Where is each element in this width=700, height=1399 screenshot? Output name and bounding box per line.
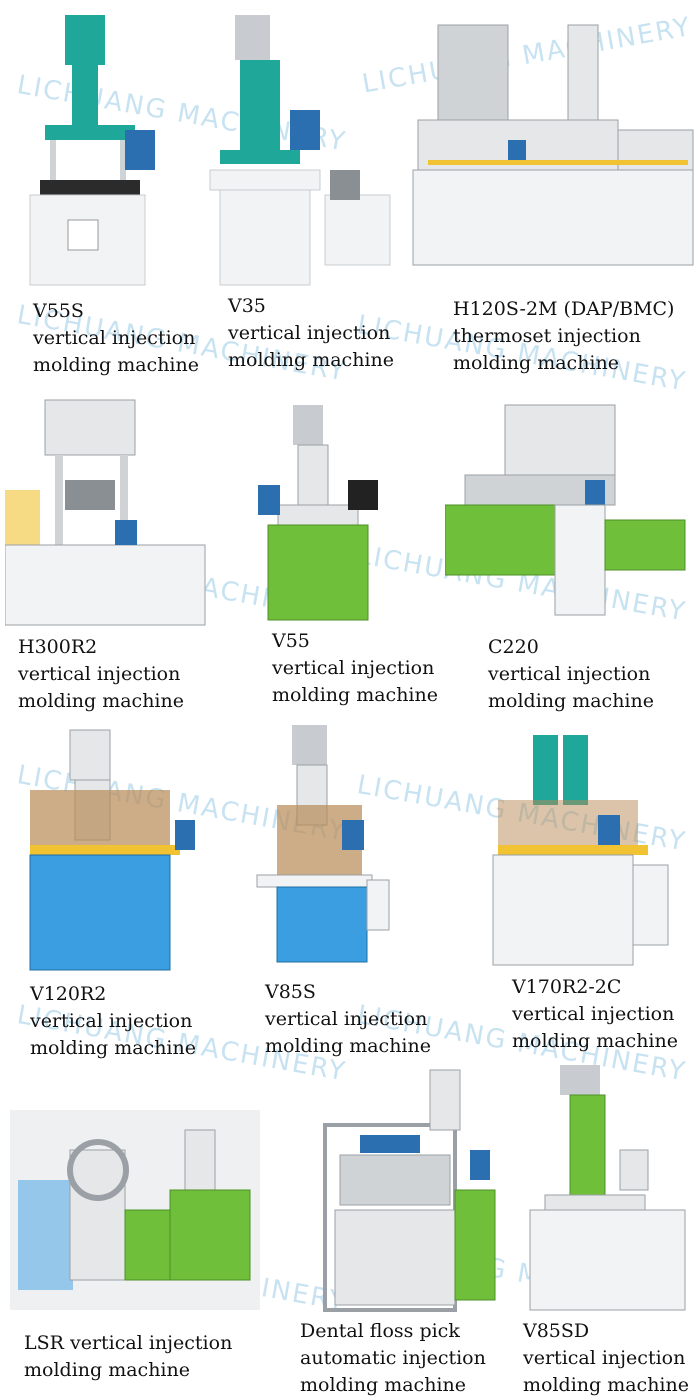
- desc-line2: molding machine: [453, 352, 619, 374]
- model-label: V35: [228, 295, 266, 317]
- desc-line1: molding machine: [24, 1359, 190, 1381]
- desc-line2: molding machine: [265, 1035, 431, 1057]
- desc-line1: vertical injection: [512, 1003, 675, 1025]
- desc-line2: molding machine: [272, 684, 438, 706]
- machine-image-v85sd: [525, 1060, 690, 1315]
- machine-image-v35: [205, 10, 395, 290]
- model-label: H300R2: [18, 636, 98, 658]
- machine-image-h120s: [408, 10, 698, 285]
- machine-image-h300r2: [4, 390, 210, 630]
- desc-line2: molding machine: [512, 1030, 678, 1052]
- model-label: V85SD: [523, 1320, 590, 1342]
- model-label: V55S: [33, 300, 84, 322]
- machine-image-v55s: [20, 10, 170, 295]
- desc-line1: vertical injection: [18, 663, 181, 685]
- model-label: Dental floss pick: [300, 1320, 460, 1342]
- desc-line2: molding machine: [523, 1374, 689, 1396]
- caption-h300r2: H300R2 vertical injection molding machin…: [18, 634, 184, 715]
- caption-v120r2: V120R2 vertical injection molding machin…: [30, 981, 196, 1062]
- model-label: V170R2-2C: [512, 976, 622, 998]
- caption-dental-floss: Dental floss pick automatic injection mo…: [300, 1318, 486, 1399]
- caption-v35: V35 vertical injection molding machine: [228, 293, 394, 374]
- desc-line2: molding machine: [488, 690, 654, 712]
- caption-v85sd: V85SD vertical injection molding machine: [523, 1318, 689, 1399]
- desc-line1: vertical injection: [265, 1008, 428, 1030]
- caption-c220: C220 vertical injection molding machine: [488, 634, 654, 715]
- model-label: V120R2: [30, 983, 107, 1005]
- caption-v85s: V85S vertical injection molding machine: [265, 979, 431, 1060]
- machine-image-v55: [258, 400, 388, 625]
- desc-line2: molding machine: [228, 349, 394, 371]
- machine-image-c220: [444, 400, 690, 625]
- machine-image-v85s: [252, 720, 392, 970]
- desc-line1: vertical injection: [272, 657, 435, 679]
- caption-h120s: H120S-2M (DAP/BMC) thermoset injection m…: [453, 296, 674, 377]
- model-label: C220: [488, 636, 539, 658]
- desc-line2: molding machine: [18, 690, 184, 712]
- model-label: H120S-2M (DAP/BMC): [453, 298, 675, 320]
- desc-line1: vertical injection: [33, 327, 196, 349]
- caption-v55s: V55S vertical injection molding machine: [33, 298, 199, 379]
- caption-lsr: LSR vertical injection molding machine: [24, 1330, 232, 1384]
- desc-line2: molding machine: [30, 1037, 196, 1059]
- machine-image-lsr: [10, 1110, 260, 1310]
- machine-image-v120r2: [10, 725, 210, 975]
- caption-v170r2-2c: V170R2-2C vertical injection molding mac…: [512, 974, 678, 1055]
- model-label: V85S: [265, 981, 316, 1003]
- model-label: V55: [272, 630, 310, 652]
- model-label: LSR vertical injection: [24, 1332, 233, 1354]
- desc-line2: molding machine: [300, 1374, 466, 1396]
- machine-image-dental-floss: [320, 1060, 515, 1315]
- desc-line1: vertical injection: [488, 663, 651, 685]
- caption-v55: V55 vertical injection molding machine: [272, 628, 438, 709]
- desc-line2: molding machine: [33, 354, 199, 376]
- desc-line1: automatic injection: [300, 1347, 486, 1369]
- machine-image-v170r2-2c: [488, 730, 673, 970]
- desc-line1: thermoset injection: [453, 325, 641, 347]
- desc-line1: vertical injection: [228, 322, 391, 344]
- desc-line1: vertical injection: [523, 1347, 686, 1369]
- desc-line1: vertical injection: [30, 1010, 193, 1032]
